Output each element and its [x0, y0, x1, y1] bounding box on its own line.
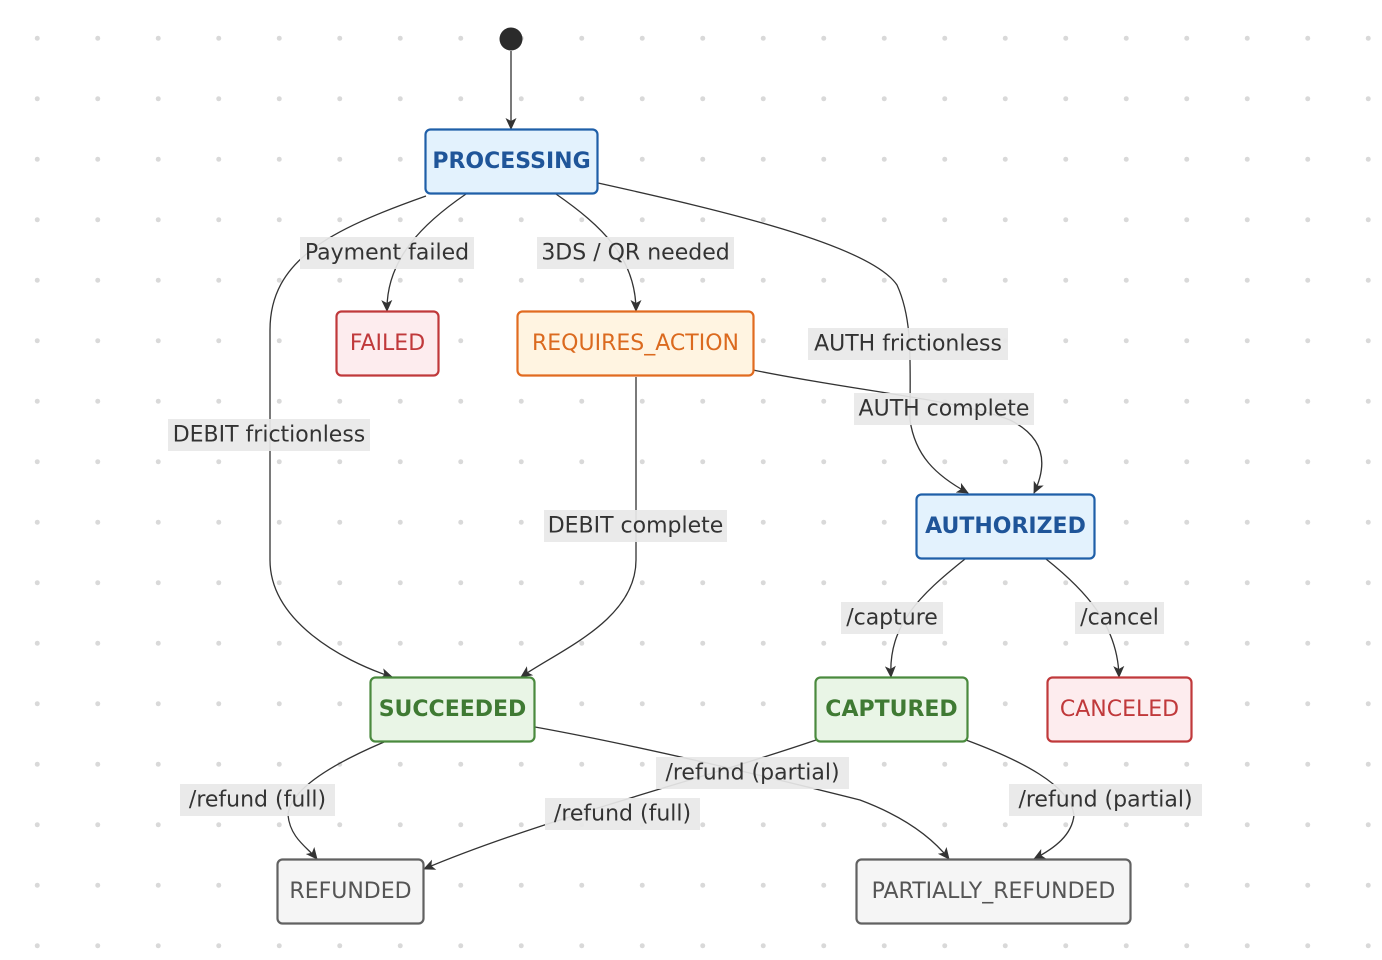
svg-text:3DS / QR needed: 3DS / QR needed: [541, 241, 729, 266]
edge-label-succeeded-refund-full: /refund (full): [180, 784, 335, 816]
state-processing[interactable]: PROCESSING: [424, 128, 599, 195]
edge-label-capture: /capture: [841, 602, 943, 634]
svg-text:/refund (full): /refund (full): [554, 802, 691, 827]
svg-text:REQUIRES_ACTION: REQUIRES_ACTION: [532, 331, 739, 356]
svg-text:CAPTURED: CAPTURED: [825, 697, 957, 722]
state-partially-refunded[interactable]: PARTIALLY_REFUNDED: [855, 858, 1132, 925]
edge-label-succeeded-refund-partial: /refund (partial): [656, 757, 849, 789]
edge-label-debit-complete: DEBIT complete: [544, 510, 727, 542]
svg-text:PARTIALLY_REFUNDED: PARTIALLY_REFUNDED: [872, 879, 1116, 904]
state-refunded[interactable]: REFUNDED: [276, 858, 425, 925]
edge-label-auth-frictionless: AUTH frictionless: [808, 328, 1008, 360]
edge-label-auth-complete: AUTH complete: [854, 393, 1034, 425]
edge-labels-layer: Payment failed 3DS / QR needed AUTH fric…: [168, 237, 1202, 830]
svg-text:FAILED: FAILED: [350, 331, 425, 356]
state-succeeded[interactable]: SUCCEEDED: [369, 676, 536, 743]
edge-requires-action-to-succeeded: [520, 377, 637, 678]
svg-text:REFUNDED: REFUNDED: [289, 879, 411, 904]
edge-label-payment-failed: Payment failed: [300, 237, 474, 269]
svg-text:CANCELED: CANCELED: [1060, 697, 1179, 722]
edge-processing-to-succeeded: [269, 195, 427, 679]
edge-label-captured-refund-full: /refund (full): [545, 798, 700, 830]
svg-text:SUCCEEDED: SUCCEEDED: [379, 697, 527, 722]
edge-processing-to-authorized: [597, 182, 969, 494]
svg-text:PROCESSING: PROCESSING: [432, 149, 590, 174]
edge-label-debit-frictionless: DEBIT frictionless: [168, 419, 370, 451]
svg-text:/refund (partial): /refund (partial): [1018, 788, 1192, 813]
svg-text:Payment failed: Payment failed: [305, 241, 469, 266]
edge-label-cancel: /cancel: [1075, 602, 1164, 634]
svg-text:/cancel: /cancel: [1080, 606, 1159, 631]
svg-text:AUTHORIZED: AUTHORIZED: [925, 514, 1086, 539]
start-state-dot: [499, 27, 523, 51]
edge-label-captured-refund-partial: /refund (partial): [1009, 784, 1202, 816]
edge-requires-action-to-authorized: [752, 369, 1044, 494]
svg-text:AUTH complete: AUTH complete: [859, 397, 1030, 422]
svg-text:/refund (full): /refund (full): [189, 788, 326, 813]
state-canceled[interactable]: CANCELED: [1046, 676, 1193, 743]
svg-text:/refund (partial): /refund (partial): [665, 761, 839, 786]
svg-text:AUTH frictionless: AUTH frictionless: [814, 332, 1002, 357]
state-authorized[interactable]: AUTHORIZED: [915, 493, 1096, 560]
nodes-layer: PROCESSING FAILED REQUIRES_ACTION AUTHOR…: [276, 128, 1193, 925]
svg-text:DEBIT complete: DEBIT complete: [548, 514, 724, 539]
edges-layer: [269, 51, 1125, 870]
state-captured[interactable]: CAPTURED: [814, 676, 969, 743]
edge-label-3ds-qr-needed: 3DS / QR needed: [537, 237, 734, 269]
svg-text:DEBIT frictionless: DEBIT frictionless: [173, 423, 366, 448]
state-requires-action[interactable]: REQUIRES_ACTION: [516, 310, 755, 377]
edge-succeeded-to-partially-refunded: [534, 726, 950, 860]
state-failed[interactable]: FAILED: [335, 310, 440, 377]
svg-text:/capture: /capture: [846, 606, 938, 631]
